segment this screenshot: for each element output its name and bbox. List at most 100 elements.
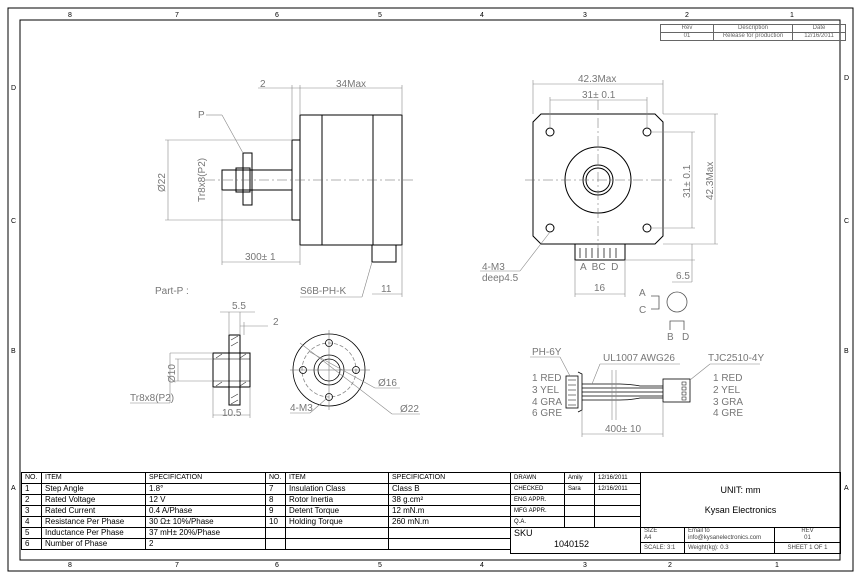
zone-col: 8 [68,12,72,19]
dim-thread: Tr8x8(P2) [197,158,208,202]
right-connector-label: TJC2510-4Y [708,353,764,364]
dim-dia22: Ø22 [400,404,419,415]
spec-no: 4 [21,516,42,528]
right-pin: 4 GRE [713,408,743,419]
zone-col: 1 [790,12,794,19]
pin-labels: A BC D [580,262,618,273]
rev-value: 01 [804,535,811,541]
left-pin: 3 YEL [532,385,559,396]
size-value: A4 [644,535,652,541]
left-pin: 6 GRE [532,408,562,419]
front-view [480,80,718,330]
zone-col: 5 [378,12,382,19]
part-p-holes: 4-M3 [290,403,313,414]
spec-item: Inductance Per Phase [41,527,146,539]
email-value: info@kysanelectronics.com [688,535,762,541]
spec-header: NO. [265,472,286,484]
nut-flange [242,152,253,206]
spec-header: ITEM [285,472,389,484]
spec-no: 3 [21,505,42,517]
zone-col: 7 [175,12,179,19]
dim-conn-width: 16 [594,283,606,294]
rev-cell: 01 [660,32,714,41]
phase-b: B [667,332,674,343]
spec-no: 10 [265,516,286,528]
part-p-section [130,311,268,418]
spec-value: 0.4 A/Phase [145,505,266,517]
zone-row: C [11,218,16,225]
dim-5-5: 5.5 [232,301,246,312]
dim-width: 42.3Max [578,74,616,85]
zone-row: D [11,85,16,92]
checked-date: 12/16/2011 [594,483,641,495]
spec-value: 260 mN.m [388,516,511,528]
zone-col: 6 [275,12,279,19]
drawn-label: DRAWN [510,472,565,484]
left-connector-label: PH-6Y [532,347,562,358]
part-p-thread: Tr8x8(P2) [130,393,174,404]
zone-col: 3 [583,562,587,569]
depth-label: deep4.5 [482,273,519,284]
dim-diameter: Ø22 [157,173,168,192]
zone-row: C [844,218,849,225]
zone-labels: 8 7 6 5 4 3 2 1 8 7 6 5 4 3 2 1 D C B A … [11,12,849,569]
spec-value: 37 mH± 20%/Phase [145,527,266,539]
weight-value: 0.3 [720,545,729,551]
spec-value: 1.8° [145,483,266,495]
zone-row: D [844,75,849,82]
spec-item: Rated Current [41,505,146,517]
rev-cell: 12/16/2011 [792,32,846,41]
dim-flange: 2 [260,79,266,90]
dim-height: 42.3Max [705,162,716,200]
rev-header: Rev [660,24,714,33]
spec-no: 7 [265,483,286,495]
rev-cell: Release for production [713,32,793,41]
dim-length: 34Max [336,79,366,90]
spec-item: Resistance Per Phase [41,516,146,528]
left-pin: 1 RED [532,373,561,384]
spec-value: 2 [145,538,266,550]
spec-no: 2 [21,494,42,506]
spec-item: Number of Phase [41,538,146,550]
rev-header: Date [792,24,846,33]
rev-label: REV [801,528,814,535]
front-connector [574,243,626,261]
spec-no: 1 [21,483,42,495]
dim-hole-spacing: 31± 0.1 [582,90,616,101]
zone-col: 2 [668,562,672,569]
side-view [165,85,415,298]
connector-label: S6B-PH-K [300,286,346,297]
rev-header: Description [713,24,793,33]
company-name: Kysan Electronics [704,505,777,515]
zone-col: 6 [275,562,279,569]
zone-row: B [844,348,849,355]
spec-item: Step Angle [41,483,146,495]
dim-conn-offset: 6.5 [676,271,690,282]
zone-col: 4 [480,562,484,569]
connector [371,244,397,263]
zone-col: 8 [68,562,72,569]
dim-2: 2 [273,317,279,328]
drawn-date: 12/16/2011 [594,472,641,484]
unit-label: UNIT: mm [720,485,761,495]
drawn-by: Amily [564,472,595,484]
zone-row: B [11,348,16,355]
spec-item: Insulation Class [285,483,389,495]
weight-label: Weight(kg): [688,545,719,551]
zone-row: A [844,485,849,492]
spec-no: 6 [21,538,42,550]
zone-col: 2 [685,12,689,19]
inner-frame [19,19,841,561]
sheet-number: SHEET 1 OF 1 [773,542,842,554]
spec-no: 8 [265,494,286,506]
spec-item: Rated Voltage [41,494,146,506]
spec-value: 12 V [145,494,266,506]
zone-col: 3 [583,12,587,19]
mfg-appr-label: MFG APPR. [510,505,565,517]
